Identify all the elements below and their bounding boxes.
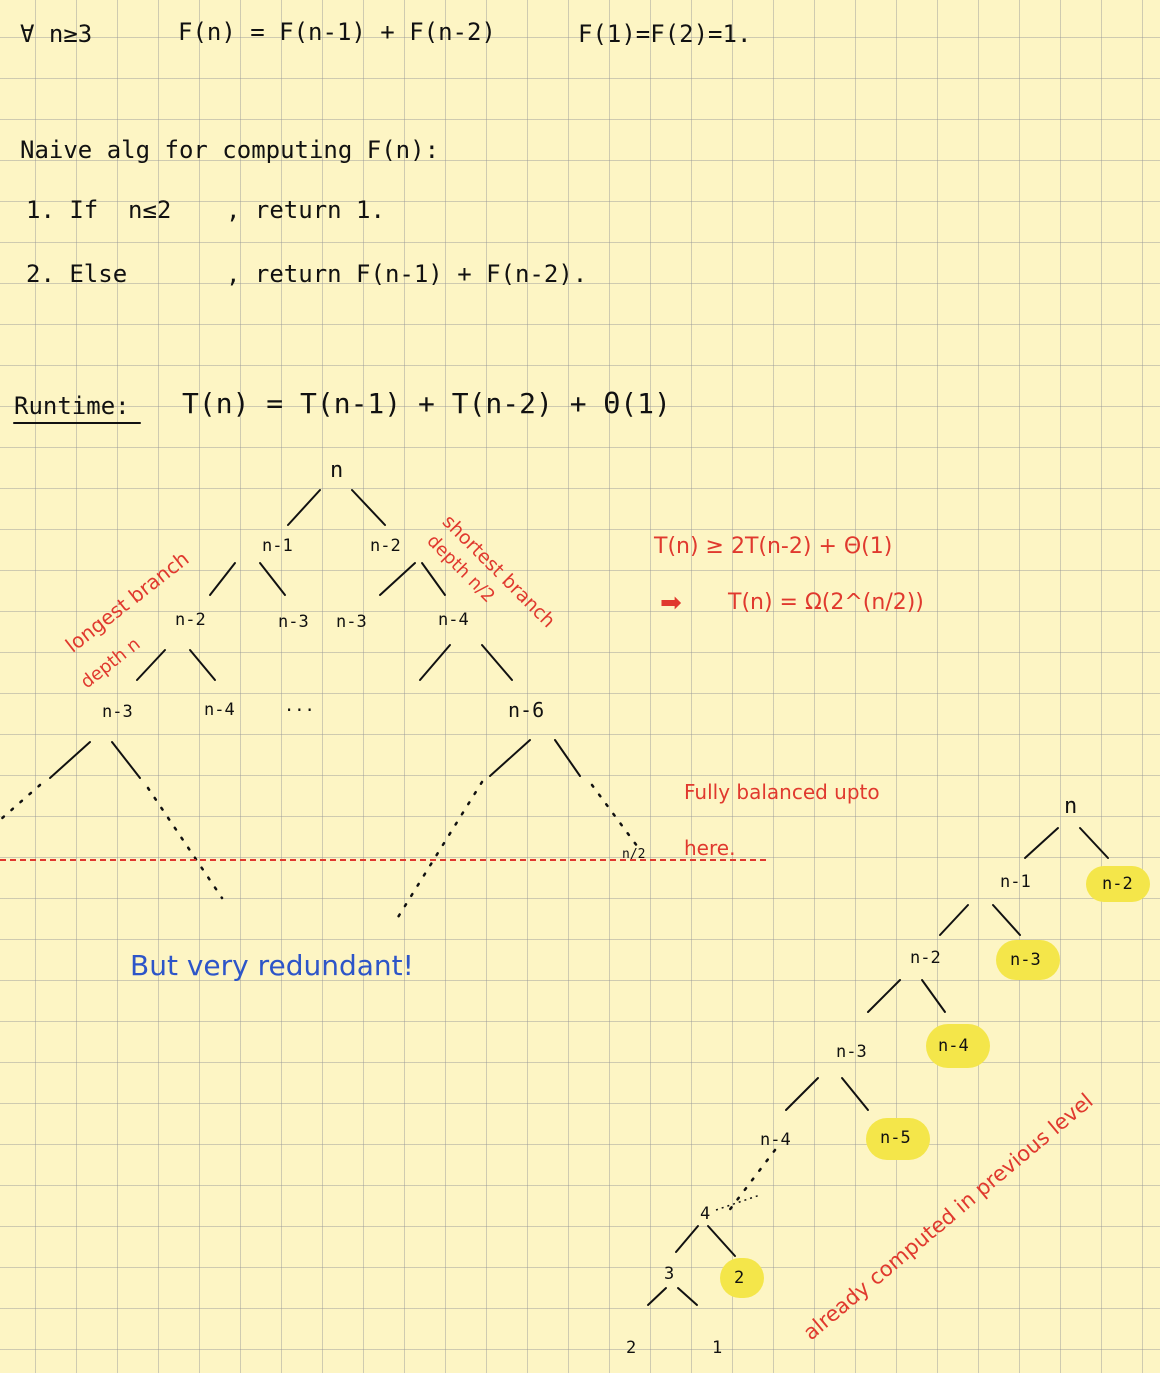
- redundant-note: But very redundant!: [130, 949, 414, 982]
- tree2-node-2-highlighted: 2: [734, 1268, 745, 1288]
- here-label: here.: [684, 836, 736, 860]
- step1-prefix: 1. If: [26, 196, 99, 224]
- tree1-node-l2-c: n-3: [336, 612, 367, 632]
- tree1-node-l3-d: n-6: [508, 698, 545, 722]
- tree1-ellipsis: ...: [284, 696, 315, 716]
- tree2-node-n-4-highlighted: n-4: [938, 1036, 969, 1056]
- tree1-half-mark: n/2: [622, 847, 646, 862]
- tree1-node-n-1: n-1: [262, 536, 293, 556]
- algorithm-title: Naive alg for computing F(n):: [20, 136, 440, 164]
- tree1-node-n-2: n-2: [370, 536, 401, 556]
- tree2-node-n-1: n-1: [1000, 872, 1031, 892]
- lower-bound-result: T(n) = Ω(2^(n/2)): [728, 590, 924, 615]
- tree2-node-n-2-highlighted: n-2: [1102, 874, 1133, 894]
- tree1-node-l3-a: n-3: [102, 702, 133, 722]
- lower-bound-inequality: T(n) ≥ 2T(n-2) + Θ(1): [654, 534, 893, 559]
- step2-action: , return F(n-1) + F(n-2).: [226, 260, 588, 288]
- highlight-n-4: [926, 1024, 990, 1068]
- step2-prefix: 2. Else: [26, 260, 128, 288]
- highlight-n-3: [996, 940, 1060, 980]
- arrow-icon: ➡: [660, 588, 682, 618]
- step1-condition: n≤2: [128, 196, 172, 224]
- runtime-label: Runtime:: [14, 392, 130, 420]
- tree2-node-n-2: n-2: [910, 948, 941, 968]
- tree2-node-n-4: n-4: [760, 1130, 791, 1150]
- tree2-node-n-3: n-3: [836, 1042, 867, 1062]
- step1-action: , return 1.: [226, 196, 385, 224]
- tree1-node-l2-d: n-4: [438, 610, 469, 630]
- tree1-node-l3-b: n-4: [204, 700, 235, 720]
- tree2-node-2: 2: [626, 1338, 637, 1358]
- for-all-condition: ∀ n≥3: [20, 20, 93, 48]
- tree2-node-n-3-highlighted: n-3: [1010, 950, 1041, 970]
- tree2-root: n: [1064, 794, 1078, 819]
- tree1-node-l2-b: n-3: [278, 612, 309, 632]
- tree2-node-1: 1: [712, 1338, 723, 1358]
- tree1-root: n: [330, 458, 344, 483]
- fully-balanced-label: Fully balanced upto: [684, 780, 880, 804]
- tree2-node-4: 4: [700, 1204, 711, 1224]
- tree2-node-n-5-highlighted: n-5: [880, 1128, 911, 1148]
- highlight-n-2: [1086, 866, 1150, 902]
- runtime-formula: T(n) = T(n-1) + T(n-2) + Θ(1): [182, 387, 671, 420]
- highlight-n-5: [866, 1118, 930, 1160]
- highlight-2: [720, 1258, 764, 1298]
- tree1-node-l2-a: n-2: [175, 610, 206, 630]
- fibonacci-base-case: F(1)=F(2)=1.: [578, 20, 752, 48]
- tree2-node-3: 3: [664, 1264, 675, 1284]
- fibonacci-recurrence: F(n) = F(n-1) + F(n-2): [178, 18, 496, 46]
